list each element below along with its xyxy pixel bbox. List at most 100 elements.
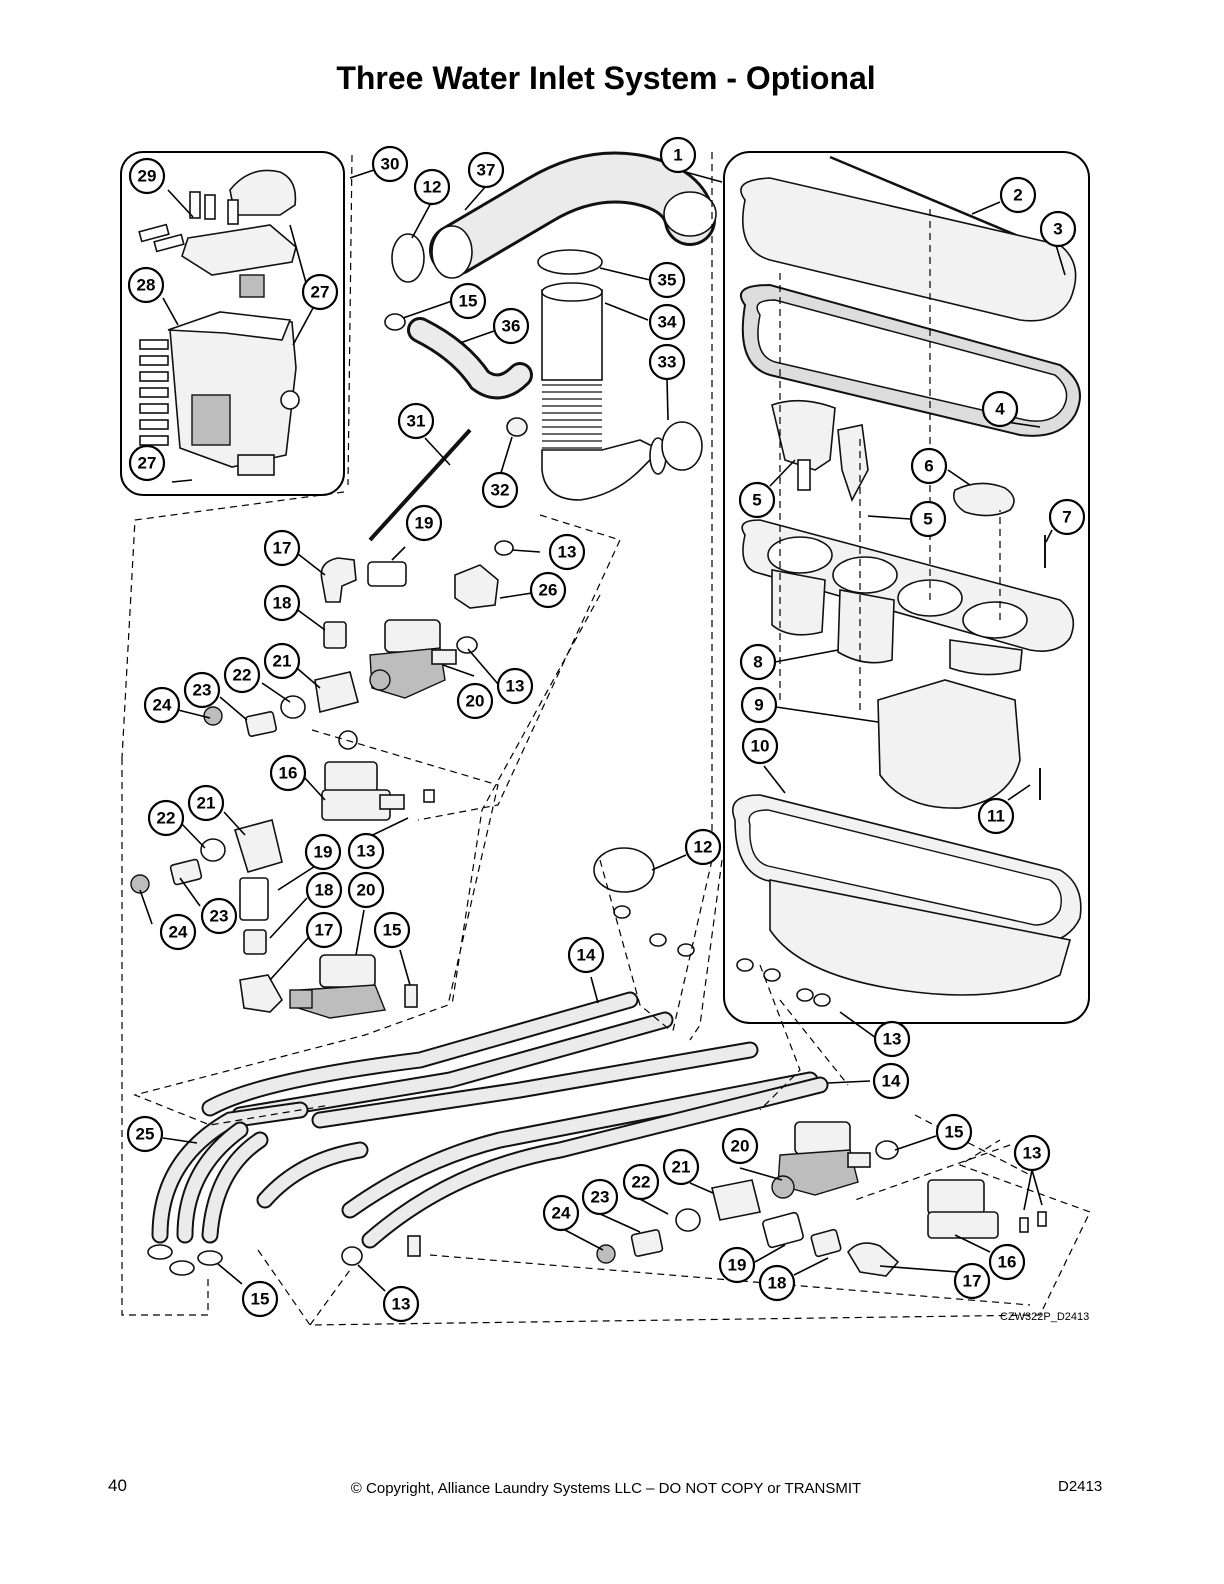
callout-23b: 23 — [200, 897, 238, 935]
svg-text:27: 27 — [311, 283, 330, 302]
callout-5b: 5 — [909, 500, 947, 538]
svg-text:21: 21 — [273, 652, 292, 671]
svg-text:18: 18 — [768, 1274, 787, 1293]
plug-part-24a — [203, 706, 223, 726]
dual-valve-part — [321, 761, 435, 821]
tee-part-2 — [233, 819, 283, 873]
callout-13b: 13 — [496, 667, 534, 705]
callout-36: 36 — [492, 307, 530, 345]
page-title: Three Water Inlet System - Optional — [336, 60, 876, 96]
callout-19c: 19 — [718, 1246, 756, 1284]
svg-text:13: 13 — [506, 677, 525, 696]
svg-text:15: 15 — [251, 1290, 270, 1309]
svg-text:5: 5 — [752, 491, 761, 510]
callout-23c: 23 — [581, 1178, 619, 1216]
svg-text:16: 16 — [279, 764, 298, 783]
callout-8: 8 — [739, 643, 777, 681]
svg-text:24: 24 — [552, 1204, 571, 1223]
clamp-part-13b — [456, 636, 478, 654]
svg-text:7: 7 — [1062, 508, 1071, 527]
callout-18c: 18 — [758, 1264, 796, 1302]
nipple-part-3 — [810, 1228, 842, 1258]
callout-30: 30 — [371, 145, 409, 183]
svg-text:28: 28 — [137, 276, 156, 295]
svg-text:31: 31 — [407, 412, 426, 431]
callout-1: 1 — [659, 136, 697, 174]
clamp-part-13d — [341, 1246, 363, 1266]
hose-clamp-part-2 — [169, 1260, 195, 1276]
svg-text:30: 30 — [381, 155, 400, 174]
svg-text:15: 15 — [945, 1123, 964, 1142]
svg-text:14: 14 — [577, 946, 596, 965]
callout-27b: 27 — [128, 444, 166, 482]
hose-adapter-part-3 — [762, 1211, 804, 1249]
svg-text:10: 10 — [751, 737, 770, 756]
dispenser-group-box — [120, 151, 345, 496]
svg-text:14: 14 — [882, 1072, 901, 1091]
lid-part — [740, 177, 1077, 322]
callout-13c: 13 — [347, 832, 385, 870]
svg-text:13: 13 — [1023, 1144, 1042, 1163]
svg-text:21: 21 — [672, 1158, 691, 1177]
siphon-cup-part-2 — [837, 424, 869, 503]
rod-part — [829, 155, 1043, 248]
hose-clamp-part — [147, 1244, 173, 1260]
callout-6: 6 — [910, 447, 948, 485]
callout-15a: 15 — [449, 282, 487, 320]
drain-hose-part — [151, 1101, 369, 1244]
callout-19a: 19 — [405, 504, 443, 542]
svg-text:8: 8 — [753, 653, 762, 672]
svg-text:12: 12 — [694, 838, 713, 857]
svg-text:32: 32 — [491, 481, 510, 500]
drain-tube-part — [368, 428, 472, 542]
callout-32: 32 — [481, 471, 519, 509]
svg-text:23: 23 — [591, 1188, 610, 1207]
svg-text:29: 29 — [138, 167, 157, 186]
plug-part-24b — [130, 874, 150, 894]
callout-15c: 15 — [935, 1113, 973, 1151]
callout-19b: 19 — [304, 833, 342, 871]
callout-24b: 24 — [159, 913, 197, 951]
svg-text:27: 27 — [138, 454, 157, 473]
hose-adapter-part-2 — [239, 877, 269, 921]
callout-17b: 17 — [305, 911, 343, 949]
callout-22a: 22 — [223, 656, 261, 694]
bellows-clamp-part-2 — [661, 421, 703, 471]
splash-guard-part — [877, 679, 1021, 809]
washer-part-3 — [675, 1208, 701, 1232]
callout-21c: 21 — [662, 1148, 700, 1186]
svg-text:22: 22 — [157, 809, 176, 828]
elbow-part-3 — [847, 1242, 900, 1277]
svg-text:35: 35 — [658, 271, 677, 290]
vent-elbow-hose-part — [429, 151, 717, 279]
svg-text:16: 16 — [998, 1253, 1017, 1272]
callout-5: 5 — [738, 481, 776, 519]
callout-28: 28 — [127, 266, 165, 304]
svg-text:20: 20 — [466, 692, 485, 711]
callout-24a: 24 — [143, 686, 181, 724]
inlet-valve-part-3 — [771, 1121, 871, 1199]
svg-text:15: 15 — [383, 921, 402, 940]
clamp-part-15b — [875, 1140, 899, 1160]
clamp-part — [391, 233, 425, 283]
svg-text:18: 18 — [315, 881, 334, 900]
dispenser-tray-part — [741, 519, 1075, 676]
clamp-part-13c — [338, 730, 358, 750]
hose-clamp-part-3 — [197, 1250, 223, 1266]
callout-11: 11 — [977, 797, 1015, 835]
callout-33: 33 — [648, 343, 686, 381]
svg-text:4: 4 — [995, 400, 1005, 419]
nipple-part — [323, 621, 347, 649]
tee-part-3 — [711, 1179, 761, 1221]
fill-hose-set-part — [201, 991, 829, 1249]
svg-text:24: 24 — [169, 923, 188, 942]
hose-adapter-part — [367, 561, 407, 587]
svg-text:11: 11 — [987, 807, 1005, 826]
callout-4: 4 — [981, 390, 1019, 428]
svg-text:3: 3 — [1053, 220, 1062, 239]
small-hose-part — [407, 317, 533, 400]
adapter-part-3 — [630, 1229, 664, 1257]
svg-text:20: 20 — [357, 881, 376, 900]
svg-text:5: 5 — [923, 510, 932, 529]
